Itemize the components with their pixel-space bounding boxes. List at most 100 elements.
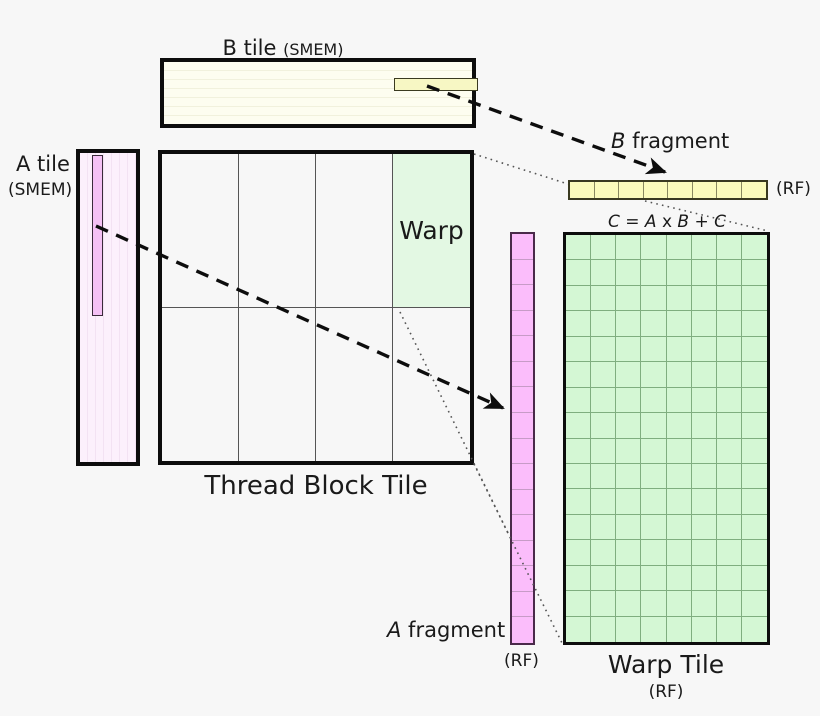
warp-tile-cell: [591, 311, 617, 337]
warp-tile-cell: [691, 565, 717, 592]
warp-tile-cell: [666, 413, 692, 439]
warp-tile-cell: [616, 413, 642, 439]
warp-tile-cell: [616, 336, 642, 363]
warp-tile-cell: [566, 285, 592, 312]
warp-tile-cell: [741, 286, 767, 312]
a-fragment-cell: [512, 285, 533, 311]
warp-tile-cell: [641, 616, 667, 642]
thread-block-tile-label: Thread Block Tile: [204, 471, 428, 501]
warp-tile-cell: [641, 336, 667, 363]
warp-tile-cell: [641, 260, 667, 286]
warp-tile-cell: [666, 362, 692, 388]
a-fragment-cell: [512, 592, 533, 618]
a-fragment-cell: [512, 387, 533, 413]
warp-tile-cell: [691, 311, 717, 337]
warp-to-b-fragment-dotted-line: [473, 153, 569, 185]
a-tile-label: A tile: [16, 152, 70, 176]
warp-tile-cell: [691, 540, 717, 566]
warp-tile-cell: [691, 463, 717, 490]
a-fragment-cell: [512, 464, 533, 490]
warp-tile-cell: [641, 540, 667, 566]
thread-block-cell: [239, 154, 316, 308]
a-fragment-cell: [512, 336, 533, 362]
b-fragment-cell: [570, 182, 595, 198]
warp-tile-cell: [716, 285, 742, 312]
warp-tile-cell: [591, 514, 617, 541]
warp-tile-cell: [591, 362, 617, 388]
warp-tile-cell: [566, 260, 592, 286]
warp-tile-cell: [741, 362, 767, 388]
warp-tile-cell: [742, 617, 767, 642]
b-fragment-cell: [742, 182, 767, 198]
warp-tile-cell: [741, 311, 767, 337]
thread-block-cell: [316, 307, 393, 461]
thread-block-cell: [162, 307, 239, 461]
warp-tile-cell: [641, 489, 667, 515]
b-fragment-cell: [668, 182, 693, 198]
warp-tile-cell: [666, 540, 692, 566]
warp-tile-cell: [616, 591, 642, 617]
warp-tile-cell: [566, 336, 592, 363]
warp-tile-cell: [716, 336, 742, 363]
warp-tile-cell: [591, 336, 617, 363]
a-fragment-cell: [512, 362, 533, 388]
a-fragment-cell: [512, 617, 533, 643]
warp-tile-cell: [716, 591, 742, 617]
b-fragment-label-symbol: B: [611, 129, 626, 153]
warp-tile-cell: [691, 387, 717, 414]
warp-tile-cell: [716, 438, 742, 464]
warp-tile-cell: [741, 540, 767, 566]
warp-tile-cell: [666, 463, 692, 490]
equation-b: B: [677, 212, 690, 232]
warp-tile-cell: [591, 565, 617, 592]
warp-tile-cell: [692, 616, 717, 642]
warp-tile-cell: [716, 387, 742, 414]
b-fragment-cell: [619, 182, 644, 198]
mma-equation-label: C = A x B + C: [608, 214, 726, 231]
warp-tile-cell: [616, 463, 642, 490]
warp-tile-cell: [591, 413, 617, 439]
warp-tile-cell: [591, 591, 617, 617]
b-fragment-rf: [568, 180, 768, 200]
b-tile-highlighted-fragment-row: [394, 78, 478, 91]
equation-plus: +: [689, 212, 715, 232]
warp-tile-cell: [641, 514, 667, 541]
warp-tile-cell: [566, 311, 592, 337]
b-fragment-cell: [693, 182, 717, 198]
a-fragment-cell: [512, 439, 533, 465]
warp-tile-cell: [691, 489, 717, 515]
warp-tile-cell: [616, 514, 642, 541]
warp-tile-cell: [591, 540, 617, 566]
warp-tile-cell: [691, 591, 717, 617]
a-tile-memory-label: (SMEM): [8, 180, 73, 200]
warp-tile-cell: [591, 463, 617, 490]
warp-tile-cell: [641, 591, 667, 617]
b-fragment-cell: [595, 182, 619, 198]
a-tile-stripes: [80, 153, 136, 462]
warp-tile-cell: [666, 285, 692, 312]
a-fragment-cell: [512, 413, 533, 439]
a-fragment-label: A fragment: [387, 620, 505, 641]
warp-tile-cell: [566, 235, 592, 261]
warp-tile-cell: [566, 362, 592, 388]
warp-tile-cell: [616, 616, 642, 642]
a-fragment-cell: [512, 311, 533, 337]
warp-tile-cell: [666, 387, 692, 414]
warp-tile-cell: [716, 565, 742, 592]
warp-tile-cell: [716, 235, 742, 261]
warp-tile-cell: [666, 260, 692, 286]
warp-tile-cell: [691, 336, 717, 363]
warp-tile-cell: [716, 489, 742, 515]
b-tile-stripes: [164, 62, 472, 124]
a-fragment-cell: [512, 260, 533, 286]
warp-tile-cell: [741, 464, 767, 490]
a-tile-smem: [76, 149, 140, 466]
a-fragment-cell: [512, 566, 533, 592]
warp-tile-cell: [716, 413, 742, 439]
warp-tile-cell: [616, 565, 642, 592]
warp-tile-cell: [691, 514, 717, 541]
equation-a: A: [644, 212, 657, 232]
warp-tile-cell: [566, 616, 592, 642]
a-fragment-label-text: fragment: [401, 618, 506, 642]
